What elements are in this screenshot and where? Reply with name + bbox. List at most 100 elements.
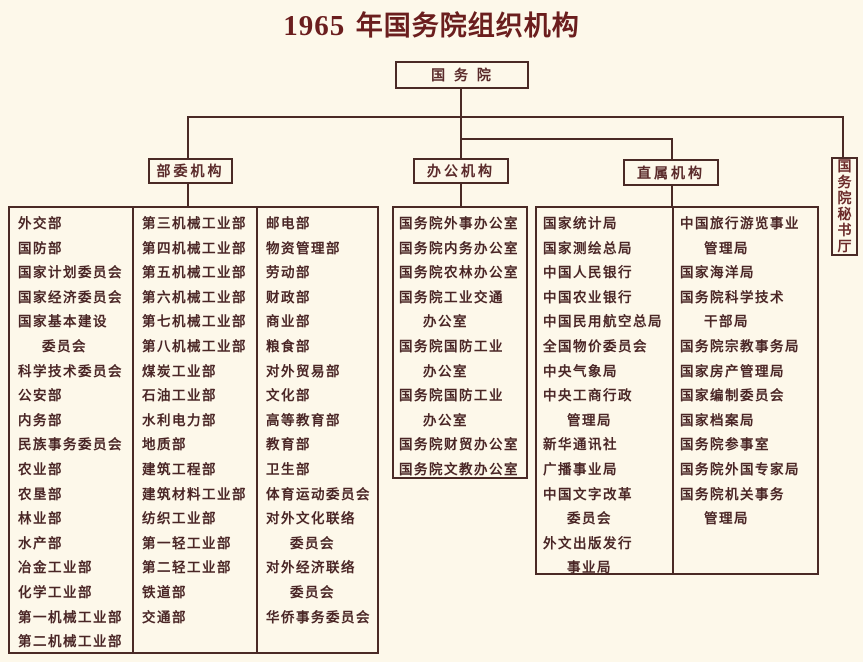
connector-top-bar: [187, 116, 844, 118]
list-item: 对外文化联络: [266, 511, 356, 528]
list-item: 国家房产管理局: [680, 363, 785, 380]
list-item: 国务院宗教事务局: [680, 338, 800, 355]
list-item: 建筑材料工业部: [142, 486, 247, 503]
list-item: 中央气象局: [543, 363, 618, 380]
connector-root-down: [460, 89, 462, 159]
title-text: 年国务院组织机构: [355, 11, 580, 42]
title-year: 1965: [283, 10, 346, 42]
list-item: 第一轻工业部: [142, 535, 232, 552]
list-item-continuation: 干部局: [704, 314, 749, 331]
list-item: 对外经济联络: [266, 560, 356, 577]
list-item: 水利电力部: [142, 412, 217, 429]
list-ministries: 外交部国防部国家计划委员会国家经济委员会国家基本建设委员会科学技术委员会公安部内…: [8, 206, 379, 654]
list-item: 邮电部: [266, 216, 311, 232]
list-item: 粮食部: [266, 338, 311, 355]
list-item-continuation: 办公室: [423, 412, 468, 429]
chart-title: 1965 年国务院组织机构: [0, 4, 863, 43]
list-item: 中央工商行政: [543, 388, 633, 405]
secretariat-char: 务: [837, 174, 852, 191]
list-item-continuation: 委员会: [290, 584, 335, 601]
list-item: 中国民用航空总局: [543, 314, 663, 331]
list-item: 国务院机关事务: [680, 486, 785, 503]
node-state-council[interactable]: 国 务 院: [395, 61, 529, 89]
list-item: 林业部: [18, 511, 63, 528]
list-item: 第八机械工业部: [142, 338, 247, 355]
list-item: 华侨事务委员会: [266, 609, 371, 626]
connector-ministries-down: [187, 183, 189, 207]
list-item: 国家统计局: [543, 216, 618, 232]
connector-offices-down: [460, 183, 462, 207]
secretariat-char: 院: [837, 190, 852, 207]
list-item: 国务院财贸办公室: [399, 437, 519, 454]
list-item: 中国旅行游览事业: [680, 216, 800, 232]
list-item: 广播事业局: [543, 461, 618, 478]
list-item: 劳动部: [266, 265, 311, 282]
list-item: 教育部: [266, 437, 311, 454]
list-item: 化学工业部: [18, 584, 93, 601]
connector-second-bar: [460, 138, 673, 140]
list-item-continuation: 管理局: [704, 240, 749, 257]
list-ministries-col-1: 外交部国防部国家计划委员会国家经济委员会国家基本建设委员会科学技术委员会公安部内…: [10, 208, 132, 652]
list-direct: 国家统计局国家测绘总局中国人民银行中国农业银行中国民用航空总局全国物价委员会中央…: [535, 206, 819, 576]
list-item: 第三机械工业部: [142, 216, 247, 232]
node-offices[interactable]: 办公机构: [413, 158, 509, 184]
list-item: 石油工业部: [142, 388, 217, 405]
node-state-council-label: 国 务 院: [431, 68, 493, 84]
list-item: 国务院文教办公室: [399, 461, 519, 478]
list-item-continuation: 办公室: [423, 314, 468, 331]
list-item: 对外贸易部: [266, 363, 341, 380]
list-ministries-col-3: 邮电部物资管理部劳动部财政部商业部粮食部对外贸易部文化部高等教育部教育部卫生部体…: [256, 208, 377, 652]
list-item: 新华通讯社: [543, 437, 618, 454]
list-item: 第六机械工业部: [142, 289, 247, 306]
node-ministries-label: 部委机构: [156, 164, 225, 180]
list-item-continuation: 委员会: [42, 338, 87, 355]
list-item: 第二机械工业部: [18, 634, 123, 651]
secretariat-char: 书: [837, 222, 852, 239]
list-direct-col-2: 中国旅行游览事业管理局国家海洋局国务院科学技术干部局国务院宗教事务局国家房产管理…: [672, 208, 817, 573]
list-item: 地质部: [142, 437, 187, 454]
list-item: 物资管理部: [266, 240, 341, 257]
list-item-continuation: 事业局: [567, 560, 612, 577]
list-item: 国务院内务办公室: [399, 240, 519, 257]
list-item: 卫生部: [266, 461, 311, 478]
list-item: 国家基本建设: [18, 314, 108, 331]
list-item: 国家测绘总局: [543, 240, 633, 257]
list-item: 国务院国防工业: [399, 338, 504, 355]
connector-direct-up: [671, 138, 673, 160]
node-ministries[interactable]: 部委机构: [148, 158, 233, 184]
secretariat-char: 厅: [837, 238, 852, 255]
list-item: 铁道部: [142, 584, 187, 601]
list-item: 水产部: [18, 535, 63, 552]
connector-ministries-up: [187, 116, 189, 159]
list-item: 第七机械工业部: [142, 314, 247, 331]
list-item-continuation: 委员会: [567, 511, 612, 528]
list-ministries-col-2: 第三机械工业部第四机械工业部第五机械工业部第六机械工业部第七机械工业部第八机械工…: [132, 208, 256, 652]
secretariat-char: 国: [837, 158, 852, 175]
list-direct-col-1: 国家统计局国家测绘总局中国人民银行中国农业银行中国民用航空总局全国物价委员会中央…: [537, 208, 672, 576]
list-item: 公安部: [18, 388, 63, 405]
list-item-continuation: 委员会: [290, 535, 335, 552]
list-item: 民族事务委员会: [18, 437, 123, 454]
list-item: 国家档案局: [680, 412, 755, 429]
list-item: 国务院国防工业: [399, 388, 504, 405]
list-item: 国务院参事室: [680, 437, 770, 454]
list-item: 国家海洋局: [680, 265, 755, 282]
list-offices-col-1: 国务院外事办公室国务院内务办公室国务院农林办公室国务院工业交通办公室国务院国防工…: [394, 208, 526, 478]
list-item: 中国文字改革: [543, 486, 633, 503]
list-item: 国务院农林办公室: [399, 265, 519, 282]
list-item: 外文出版发行: [543, 535, 633, 552]
list-item: 国务院外事办公室: [399, 216, 519, 232]
connector-secretariat-up: [842, 116, 844, 158]
list-item: 全国物价委员会: [543, 338, 648, 355]
list-item: 商业部: [266, 314, 311, 331]
node-secretariat[interactable]: 国 务 院 秘 书 厅: [831, 157, 858, 256]
list-item: 农业部: [18, 461, 63, 478]
list-item: 第五机械工业部: [142, 265, 247, 282]
list-item: 国防部: [18, 240, 63, 257]
list-item: 中国人民银行: [543, 265, 633, 282]
list-item: 国家计划委员会: [18, 265, 123, 282]
node-direct[interactable]: 直属机构: [623, 159, 719, 186]
list-item-continuation: 办公室: [423, 363, 468, 380]
secretariat-char: 秘: [837, 206, 852, 223]
list-item: 国家编制委员会: [680, 388, 785, 405]
